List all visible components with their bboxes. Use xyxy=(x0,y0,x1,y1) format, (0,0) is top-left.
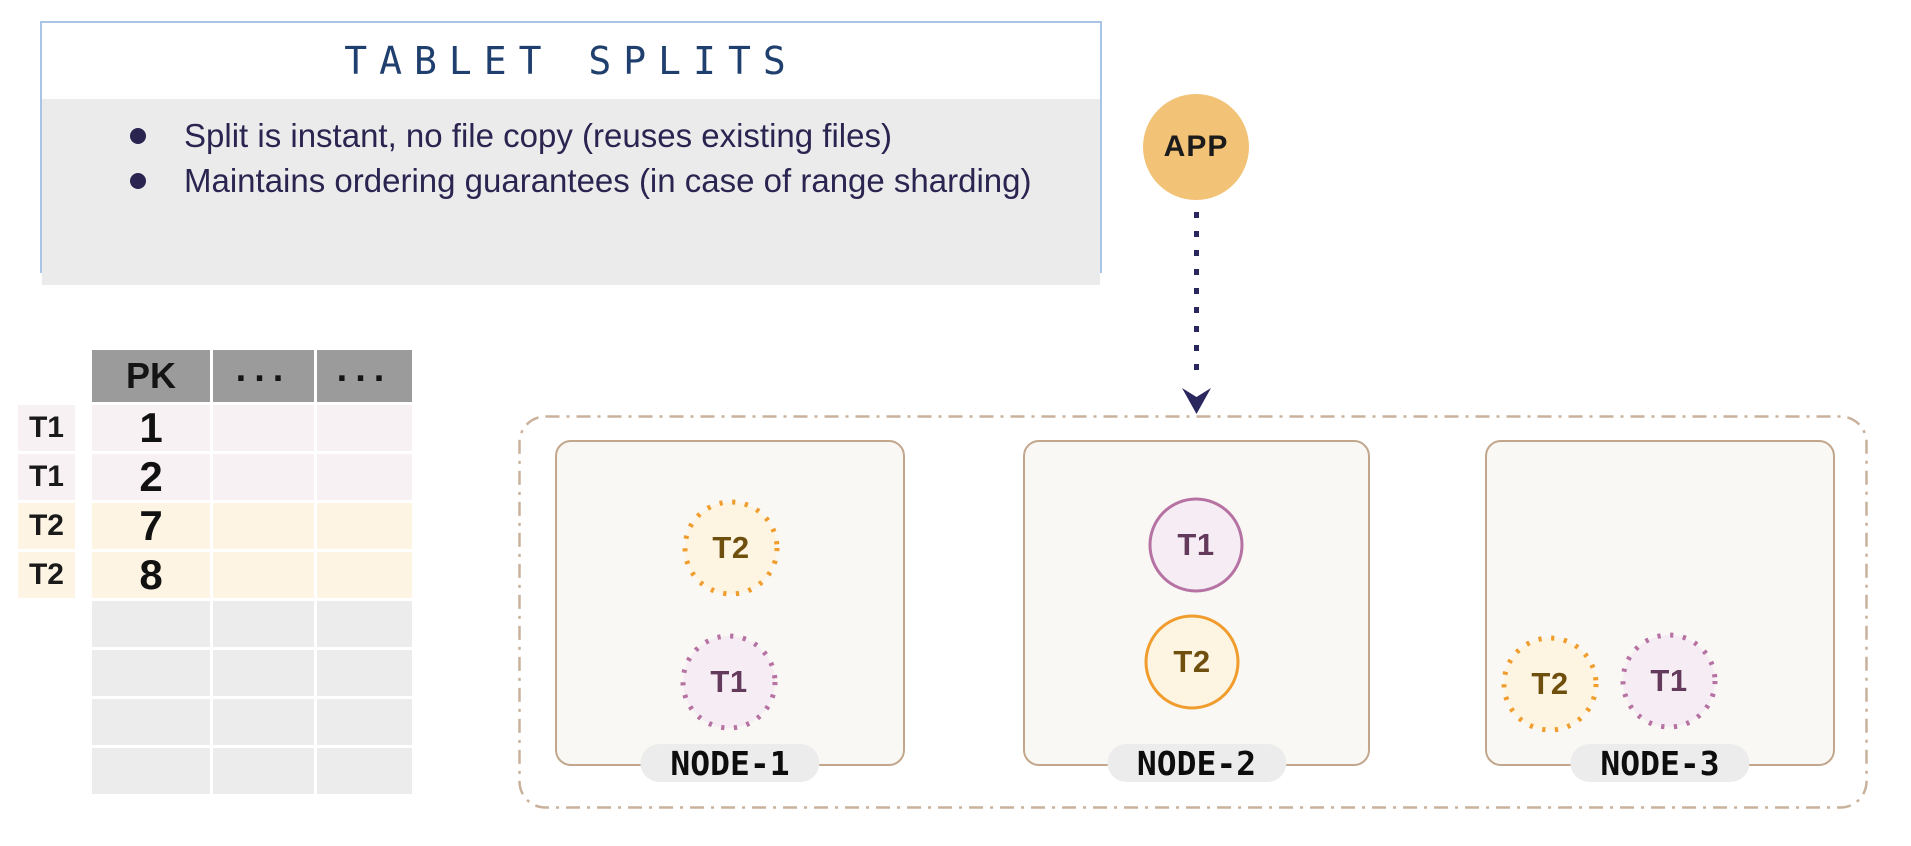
tablet-t1-replica: T1 xyxy=(679,632,779,732)
column-header-ellipsis: ... xyxy=(213,348,314,402)
table-cell xyxy=(213,503,314,549)
table-cell xyxy=(213,405,314,451)
table-cell-empty xyxy=(213,601,314,647)
table-cell-pk: 8 xyxy=(92,551,210,598)
node-3-label: NODE-3 xyxy=(1570,744,1750,783)
info-box-header: TABLET SPLITS xyxy=(42,23,1100,99)
bullet-text: Maintains ordering guarantees (in case o… xyxy=(184,162,1032,199)
table-cell-empty xyxy=(317,748,412,794)
tablet-label: T2 xyxy=(712,530,750,565)
bullet-icon xyxy=(130,128,146,144)
table-cell-empty xyxy=(317,699,412,745)
table-cell-pk: 7 xyxy=(92,502,210,549)
data-table: PK ... ... 1 2 7 8 xyxy=(92,348,412,794)
node-3: T2 T1 NODE-3 xyxy=(1485,440,1835,783)
arrow-head-icon xyxy=(1182,388,1211,414)
table-cell-empty xyxy=(213,650,314,696)
table-cell xyxy=(213,454,314,500)
page-title: TABLET SPLITS xyxy=(344,39,798,83)
table-cell-pk: 2 xyxy=(92,453,210,500)
node-1: T2 T1 NODE-1 xyxy=(555,440,905,783)
cluster-boundary xyxy=(518,415,1868,809)
node-2-label: NODE-2 xyxy=(1106,744,1287,783)
tablet-label: T2 xyxy=(1173,644,1211,679)
table-cell-empty xyxy=(213,748,314,794)
column-header-pk: PK xyxy=(92,350,210,402)
row-label: T2 xyxy=(18,552,75,598)
table-cell-empty xyxy=(92,748,210,794)
app-to-cluster-arrow-line xyxy=(1194,212,1199,382)
table-row-labels: T1 T1 T2 T2 xyxy=(18,405,75,601)
tablet-label: T1 xyxy=(1177,527,1215,562)
table-cell-empty xyxy=(317,650,412,696)
tablet-label: T1 xyxy=(710,664,748,699)
table-cell xyxy=(317,552,412,598)
node-2: T1 T2 NODE-2 xyxy=(1023,440,1370,783)
info-box-body: Split is instant, no file copy (reuses e… xyxy=(42,99,1100,285)
table-cell xyxy=(317,503,412,549)
row-label: T2 xyxy=(18,503,75,549)
table-cell-empty xyxy=(92,699,210,745)
table-cell-empty xyxy=(92,650,210,696)
table-cell xyxy=(317,454,412,500)
column-header-ellipsis: ... xyxy=(317,348,412,402)
table-cell xyxy=(213,552,314,598)
table-cell-empty xyxy=(213,699,314,745)
tablet-t1-leader: T1 xyxy=(1146,495,1246,595)
table-cell-empty xyxy=(317,601,412,647)
table-cell xyxy=(317,405,412,451)
bullet-item: Split is instant, no file copy (reuses e… xyxy=(130,113,1100,158)
app-node: APP xyxy=(1143,94,1249,200)
row-label: T1 xyxy=(18,405,75,451)
tablet-t1-replica: T1 xyxy=(1619,631,1719,731)
tablet-t2-replica: T2 xyxy=(681,498,781,598)
tablet-t2-replica: T2 xyxy=(1500,634,1600,734)
info-box: TABLET SPLITS Split is instant, no file … xyxy=(40,21,1102,285)
bullet-item: Maintains ordering guarantees (in case o… xyxy=(130,158,1100,203)
bullet-icon xyxy=(130,173,146,189)
node-1-label: NODE-1 xyxy=(640,744,820,783)
bullet-text: Split is instant, no file copy (reuses e… xyxy=(184,117,892,154)
tablet-label: T2 xyxy=(1531,666,1569,701)
tablet-label: T1 xyxy=(1650,663,1688,698)
row-label: T1 xyxy=(18,454,75,500)
table-cell-empty xyxy=(92,601,210,647)
app-label: APP xyxy=(1163,130,1229,163)
table-cell-pk: 1 xyxy=(92,404,210,451)
tablet-t2-leader: T2 xyxy=(1142,612,1242,712)
